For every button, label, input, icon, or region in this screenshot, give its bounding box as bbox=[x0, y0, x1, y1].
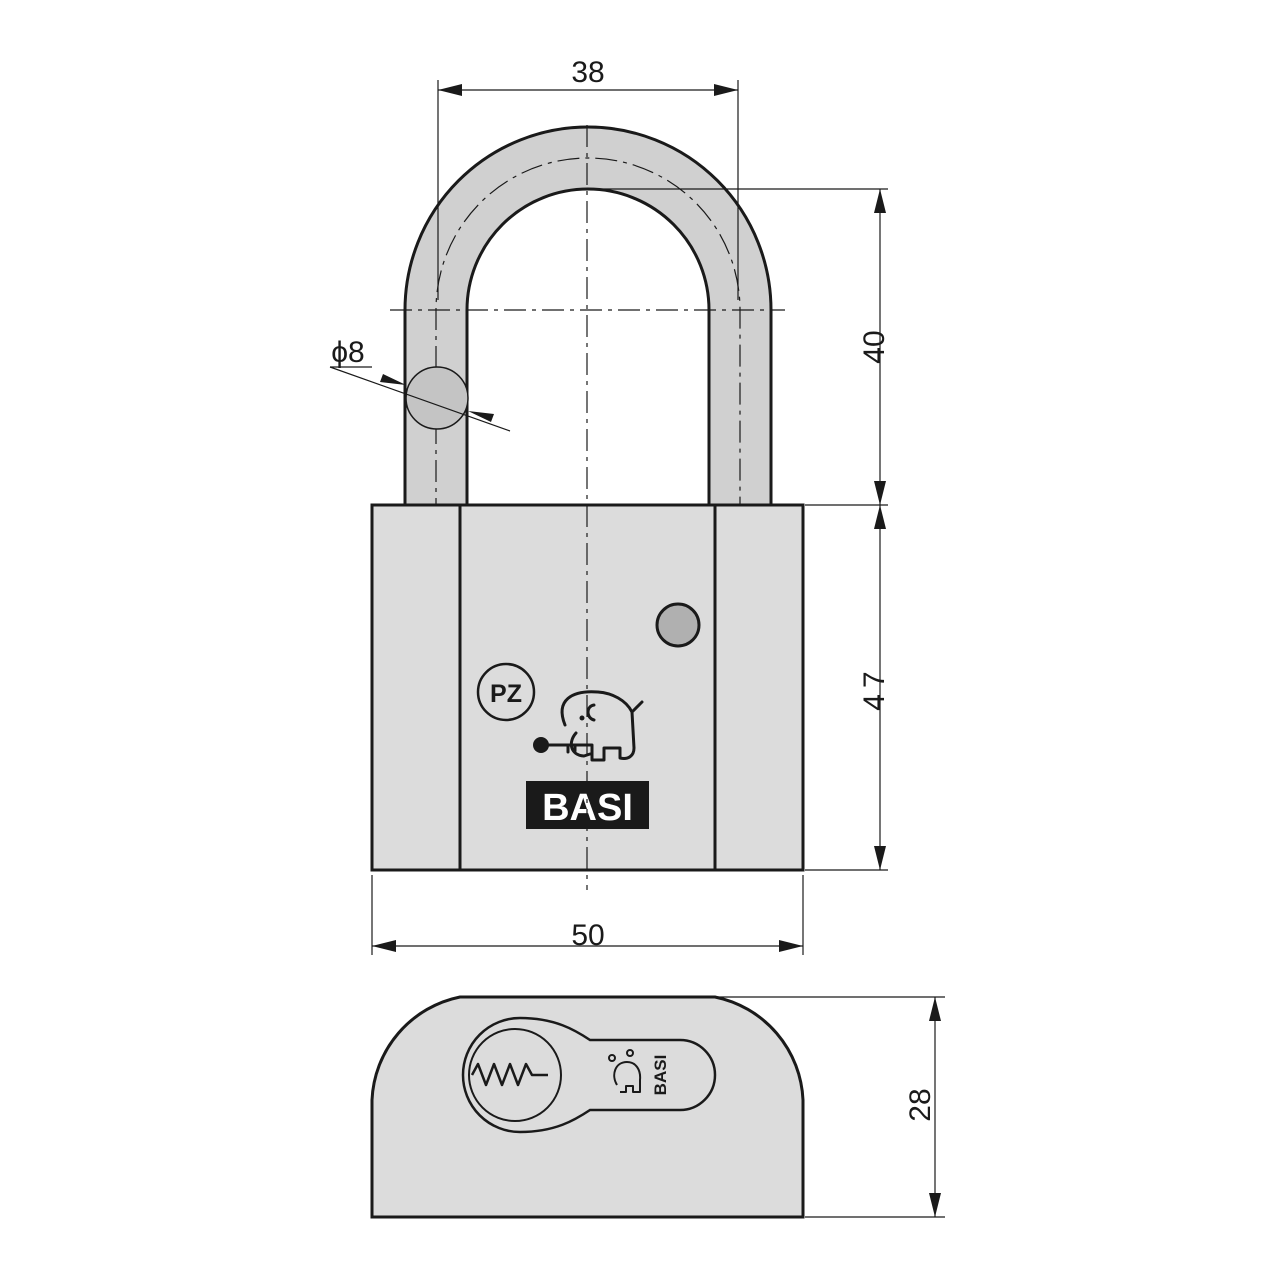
dimension-body-depth: 28 bbox=[715, 996, 945, 1218]
elephant-key-logo-icon bbox=[533, 690, 644, 762]
dimension-label-47: 47 bbox=[858, 665, 891, 710]
dimension-label-diameter: ϕ8 bbox=[331, 336, 365, 369]
dimension-label-38: 38 bbox=[571, 56, 604, 89]
keyway-icon bbox=[470, 1062, 548, 1087]
small-elephant-logo-icon bbox=[608, 1049, 642, 1093]
release-button bbox=[655, 602, 701, 648]
pz-badge bbox=[476, 662, 536, 722]
shackle bbox=[403, 125, 773, 520]
dimension-label-50: 50 bbox=[571, 919, 604, 952]
cylinder-brand-text: BASI bbox=[651, 1055, 670, 1096]
shackle-section-circle bbox=[405, 366, 469, 430]
dimension-label-40: 40 bbox=[858, 330, 891, 363]
dimension-body-width: 50 bbox=[371, 875, 804, 955]
cylinder-outer-ring bbox=[468, 1028, 562, 1122]
dimension-body-height: 47 bbox=[805, 505, 891, 871]
dimension-label-28: 28 bbox=[904, 1088, 937, 1121]
dimension-shackle-height: 40 bbox=[595, 188, 891, 506]
dimension-shackle-diameter: ϕ8 bbox=[329, 336, 511, 432]
lock-body-bottom-view: BASI bbox=[370, 995, 805, 1219]
shackle-body bbox=[403, 125, 773, 507]
pz-badge-text: PZ bbox=[490, 680, 522, 708]
dimension-shackle-width: 38 bbox=[437, 56, 739, 300]
shackle-centerline bbox=[435, 157, 741, 520]
cylinder-plate bbox=[461, 1016, 717, 1134]
